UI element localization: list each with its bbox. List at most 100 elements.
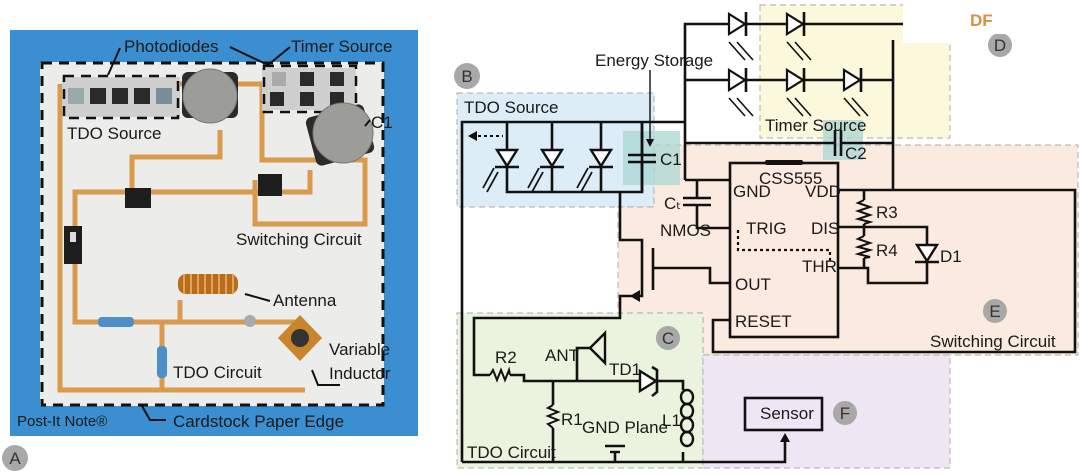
label-tdo-source: TDO Source [67, 124, 161, 143]
antenna-coil [178, 274, 238, 294]
trig-thr-dotted-link [736, 230, 832, 263]
resistor-r2 [98, 317, 134, 327]
photodiode-icon [527, 148, 565, 193]
sensor-box [743, 396, 824, 432]
panel-d-badge [988, 33, 1012, 57]
label-r1: R1 [561, 410, 583, 429]
photodiode-chips [68, 88, 172, 104]
nmos-chip [125, 188, 151, 208]
panel-f-badge [833, 401, 857, 425]
switch [64, 226, 82, 264]
chip-notch [765, 160, 803, 165]
photodiode-icon [785, 12, 812, 61]
resistor-r2-symbol [489, 366, 511, 383]
switch-knob [70, 232, 76, 242]
timer-photodiodes [727, 12, 869, 117]
label-trig: TRIG [746, 219, 787, 238]
watermark-text: DF [970, 11, 993, 30]
resistor-r1 [157, 346, 167, 378]
label-reset: RESET [735, 312, 792, 331]
diode-d1-symbol [914, 243, 940, 264]
label-region-switching-circuit: Switching Circuit [930, 332, 1056, 351]
sensor-arrow [780, 433, 790, 442]
label-gnd: GND [733, 182, 771, 201]
label-tdo-circuit: TDO Circuit [173, 363, 262, 382]
label-region-tdo-circuit: TDO Circuit [467, 443, 556, 462]
capacitor-c1-symbol [628, 153, 656, 164]
gnd-plane-icon [605, 444, 625, 454]
label-l1: L1 [662, 411, 681, 430]
label-switching-circuit: Switching Circuit [236, 230, 362, 249]
cardstock-edge-outline [40, 61, 385, 407]
panel-a-badge [2, 445, 28, 471]
photodiode-icon [727, 12, 754, 61]
label-inductor: Inductor [329, 364, 391, 383]
label-cardstock-edge: Cardstock Paper Edge [173, 412, 344, 431]
panel-a-letter: A [9, 449, 21, 468]
label-thr: THR [802, 257, 837, 276]
label-antenna: Antenna [273, 291, 337, 310]
panel-c-badge [656, 326, 680, 350]
label-ant: ANT [545, 346, 579, 365]
panel-b-letter: B [461, 67, 472, 86]
label-photodiodes: Photodiodes [124, 37, 219, 56]
panel-c-letter: C [662, 329, 674, 348]
label-chip: CSS555 [759, 169, 822, 188]
label-out: OUT [735, 275, 771, 294]
label-sensor: Sensor [760, 404, 814, 423]
label-d1: D1 [940, 247, 962, 266]
label-ct: Cₜ [664, 194, 681, 213]
photodiode-icon [482, 148, 520, 193]
panel-b-badge [454, 63, 480, 89]
tdo-capacitor [182, 68, 238, 124]
label-region-tdo-source: TDO Source [464, 98, 558, 117]
panel-f-letter: F [840, 404, 850, 423]
label-gnd-plane: GND Plane [582, 418, 668, 437]
antenna-icon [588, 330, 607, 366]
label-r2: R2 [495, 348, 517, 367]
inductor-l1-symbol [679, 388, 695, 448]
label-energy-storage: Energy Storage [595, 51, 713, 70]
c2-highlight [823, 120, 863, 160]
resistor-r1-symbol [545, 404, 561, 429]
panel-e-letter: E [989, 302, 1000, 321]
label-region-timer-source: Timer Source [765, 116, 866, 135]
energy-storage-arrowhead [646, 139, 654, 147]
label-timer-source: Timer Source [291, 37, 392, 56]
label-dis: DIS [811, 219, 839, 238]
output-arrowhead [468, 131, 477, 141]
watermark-cover [960, 0, 1010, 34]
label-td1: TD1 [609, 360, 641, 379]
region-sensor [702, 354, 951, 469]
tunnel-diode-td1-symbol [638, 365, 659, 398]
timer-photodiode-chips [270, 72, 344, 106]
tdo-source-outline [62, 74, 180, 120]
wires [460, 22, 1077, 464]
label-c2: C2 [845, 144, 867, 163]
capacitor-c2-symbol [833, 130, 843, 156]
panel-e-badge [983, 299, 1007, 323]
resistor-r3-symbol [854, 199, 874, 225]
panel-d-letter: D [994, 36, 1006, 55]
panel-a-photo: Photodiodes Timer Source TDO Source C1 S… [2, 30, 418, 471]
label-vdd: VDD [805, 182, 841, 201]
label-c1: C1 [660, 150, 682, 169]
leader-lines [107, 46, 371, 421]
photodiode-icon [842, 68, 869, 117]
variable-inductor-core [291, 329, 309, 347]
label-post-it-note: Post-It Note® [17, 413, 107, 430]
capacitor-ct-symbol [683, 196, 711, 207]
tunnel-diode [244, 315, 256, 327]
label-variable: Variable [329, 340, 390, 359]
label-r3: R3 [876, 203, 898, 222]
photodiode-icon [785, 68, 812, 117]
tdo-photodiodes [482, 148, 614, 193]
photodiode-icon [727, 68, 754, 117]
nmos-arrow [630, 290, 640, 302]
panel-b-schematic: D DF B C E F TDO Source Timer Source Swi… [454, 0, 1079, 469]
css555-chip [258, 174, 282, 196]
photodiode-icon [576, 148, 614, 193]
resistor-r4-symbol [854, 235, 874, 259]
label-nmos: NMOS [660, 221, 711, 240]
